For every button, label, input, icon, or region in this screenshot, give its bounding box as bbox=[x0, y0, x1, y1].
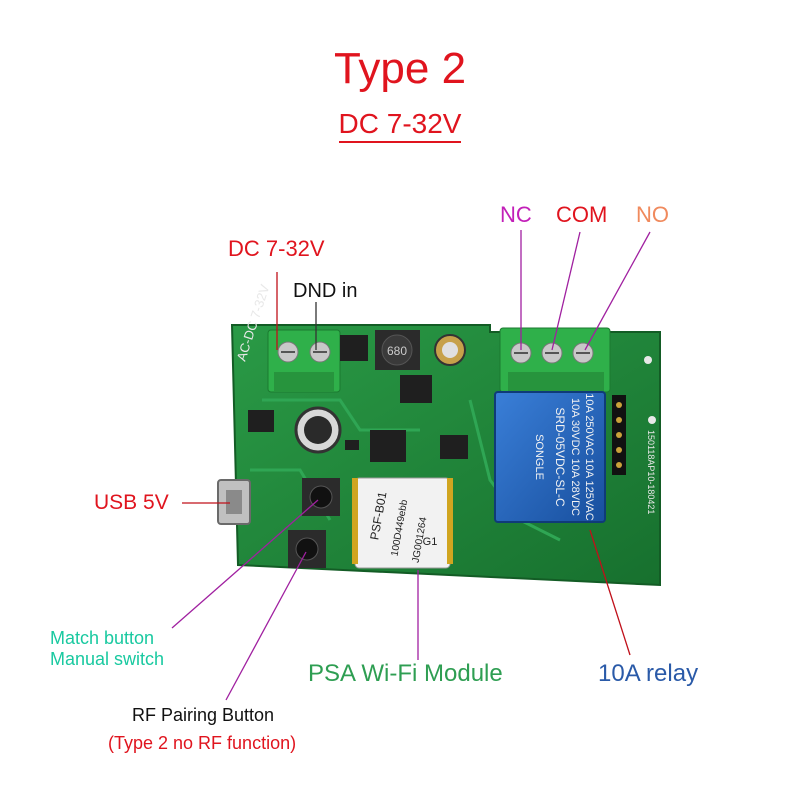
capacitor bbox=[294, 334, 466, 454]
screw-terminal-icon bbox=[510, 342, 594, 364]
relay-model: SRD-05VDC-SL-C bbox=[553, 407, 567, 507]
pin-header bbox=[612, 395, 626, 475]
wifi-module-label: PSA Wi-Fi Module bbox=[308, 660, 503, 687]
voltage-range-text: DC 7-32V bbox=[338, 108, 462, 143]
relay-output-terminal bbox=[499, 327, 611, 393]
page-subtitle: DC 7-32V bbox=[0, 108, 800, 143]
leader-lines bbox=[171, 230, 651, 701]
manual-switch-label: Manual switch bbox=[50, 649, 165, 669]
wifi-module-icon: PSF-B01 100D449ebb JG001264 G1 bbox=[352, 477, 453, 569]
inductor-marking: 680 bbox=[387, 344, 407, 358]
dc-input-terminal bbox=[267, 329, 341, 393]
relay-rating-2: 10A 30VDC 10A 28VDC bbox=[569, 398, 581, 516]
inductor: 680 bbox=[375, 330, 420, 370]
usb-label: USB 5V bbox=[94, 491, 169, 514]
relay-rating-1: 10A 250VAC 10A 125VAC bbox=[583, 393, 595, 520]
screw-terminal-icon bbox=[277, 341, 331, 363]
relay-brand: SONGLE bbox=[533, 434, 545, 480]
relay-label: 10A relay bbox=[598, 660, 699, 687]
nc-label: NC bbox=[500, 202, 532, 227]
dc-input-label: DC 7-32V bbox=[228, 236, 325, 261]
page-title: Type 2 bbox=[333, 44, 467, 93]
edge-code: 150118AP10-180421 bbox=[646, 430, 656, 514]
module-marking-4: G1 bbox=[423, 536, 438, 548]
rf-pairing-label: RF Pairing Button bbox=[132, 705, 275, 725]
relay-icon: 10A 250VAC 10A 125VAC 10A 30VDC 10A 28VD… bbox=[494, 391, 606, 523]
ic-chips bbox=[248, 335, 468, 462]
rf-note-label: (Type 2 no RF function) bbox=[108, 733, 297, 753]
match-button-label: Match button bbox=[50, 628, 155, 648]
no-label: NO bbox=[636, 202, 669, 227]
usb-port-icon bbox=[217, 479, 251, 525]
dnd-in-label: DND in bbox=[293, 280, 358, 302]
push-button-icon bbox=[288, 478, 340, 568]
com-label: COM bbox=[556, 202, 608, 227]
